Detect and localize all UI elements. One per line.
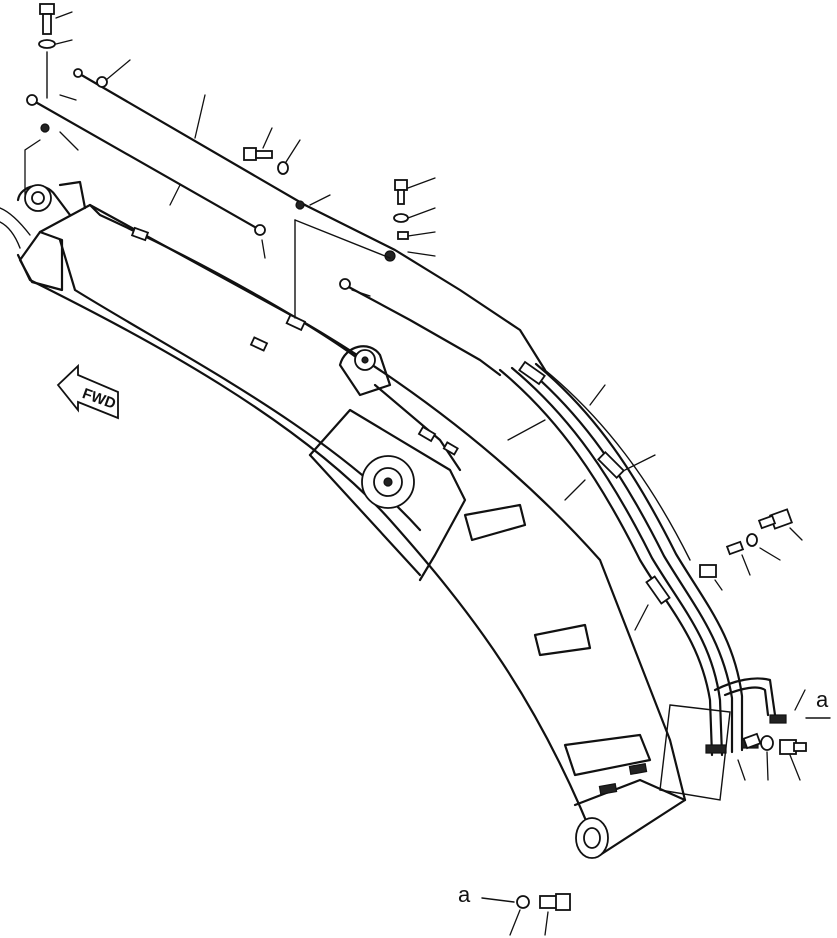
leader-lines bbox=[55, 11, 806, 936]
arrow-left-icon bbox=[56, 363, 119, 420]
hose-bundle bbox=[498, 360, 787, 757]
upper-rods bbox=[26, 68, 547, 377]
fwd-direction-marker: FWD bbox=[56, 363, 119, 420]
boom-body bbox=[0, 180, 687, 859]
hardware-parts bbox=[24, 3, 831, 911]
reference-label-a-upper: a bbox=[816, 687, 829, 712]
reference-label-a-lower: a bbox=[458, 882, 471, 907]
